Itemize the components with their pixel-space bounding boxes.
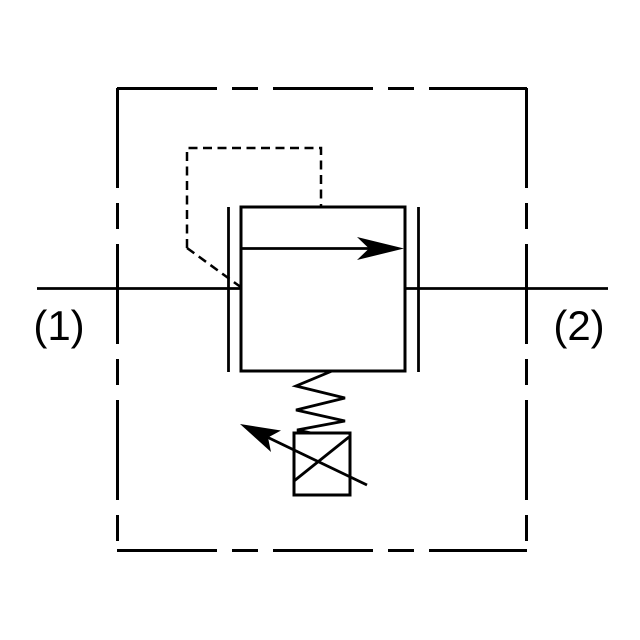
port-2-label: (2) [553,302,604,349]
component-enclosure-boundary-icon [116,87,528,552]
spring-icon [291,369,346,435]
adjustability-arrow-shaft [267,436,368,487]
valve-body-square [239,205,407,373]
adjustment-mechanism-icon [240,424,368,497]
adjustment-box-cross-diagonal [293,435,350,483]
pilot-line-icon [185,146,323,290]
adjustability-arrow-head-icon [240,424,281,452]
valve-body-icon [227,205,420,373]
pilot-line-diagonal [186,246,243,290]
flow-arrow-head-icon [357,237,404,260]
pilot-line-loop [185,146,323,248]
port-1-label: (1) [33,302,84,349]
